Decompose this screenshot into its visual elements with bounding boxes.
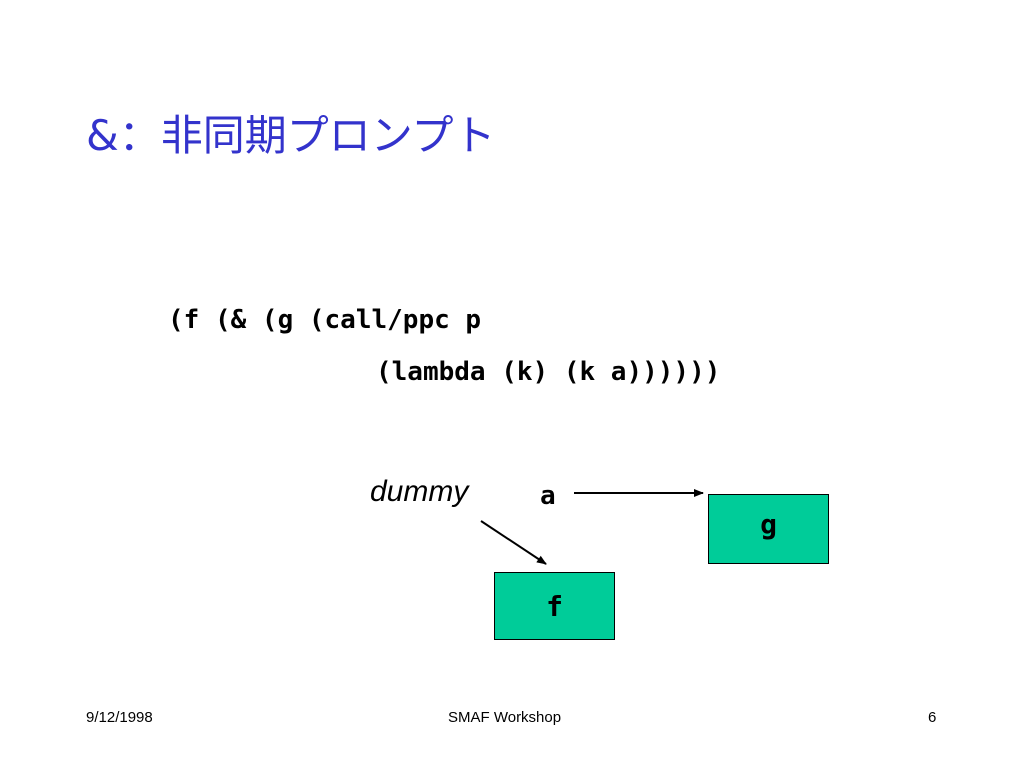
box-f-label: f xyxy=(546,589,563,623)
arrow-dummy-to-f xyxy=(480,520,547,565)
footer-title: SMAF Workshop xyxy=(448,709,562,726)
code-line-1: (f (& (g (call/ppc p xyxy=(168,305,482,335)
page-number: 6 xyxy=(928,709,937,726)
dummy-label: dummy xyxy=(370,475,469,508)
footer-date: 9/12/1998 xyxy=(86,709,153,726)
box-f: f xyxy=(494,572,615,640)
variable-a-label: a xyxy=(540,481,556,511)
code-line-2: (lambda (k) (k a)))))) xyxy=(376,357,721,387)
box-g: g xyxy=(708,494,829,564)
slide-title: &：非同期プロンプト xyxy=(86,111,496,160)
box-g-label: g xyxy=(760,507,777,541)
